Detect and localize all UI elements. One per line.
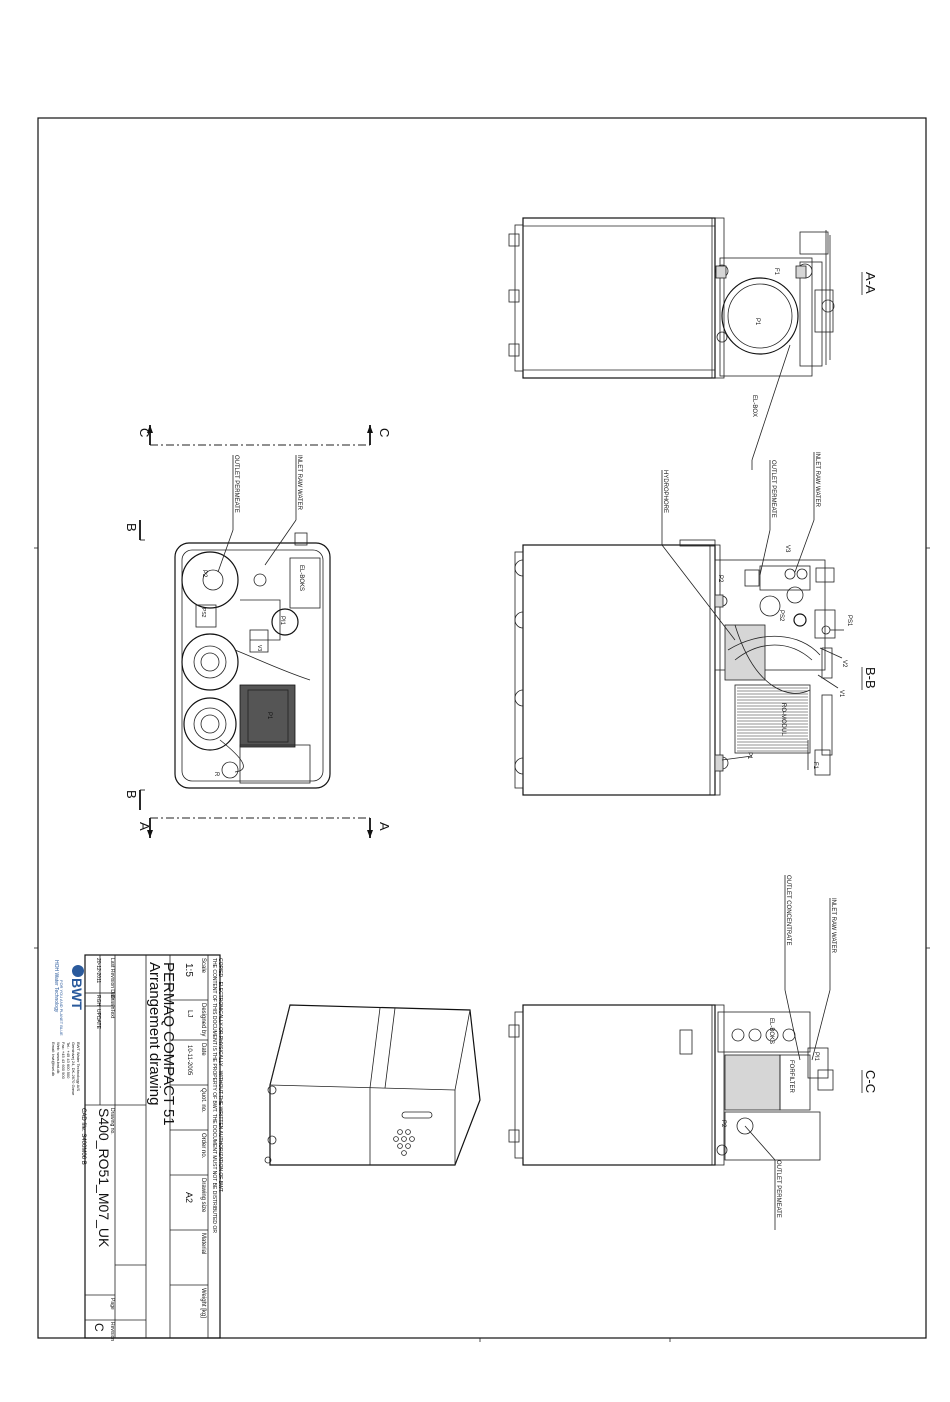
disclaimer-line-1: THE CONTENT OF THIS DOCUMENT IS THE PROP… [211,958,217,1233]
top-el-boks-label: EL-BOKS [298,565,304,591]
pi1-label: PI1 [279,616,285,626]
cc-el-boks-label: EL-BOKS [768,1018,774,1044]
revision-value: C [92,1323,106,1332]
aa-p1-label: P1 [754,318,760,326]
order-no-label: Order no. [200,1133,206,1159]
section-aa-title: A-A [863,272,878,294]
company-line-3: Tel.: +45 43 600 500 [66,1042,71,1079]
cc-outlet-permeate-label: OUTLET PERMEATE [775,1160,781,1218]
marker-b-bottom: B [124,790,139,799]
designed-by-label: Designed by [200,1003,206,1036]
sheet-border [37,117,927,1339]
disclaimer-line-2: COPIED - ELECTRONICALLY OR PHYSICALLY - … [217,958,223,1193]
date-label: Date [200,1043,206,1056]
cc-p2-label: P2 [720,1120,726,1128]
marker-a-left: A [137,822,152,831]
top-v3-label: V3 [256,645,262,651]
el-box-label: EL-BOX [751,395,757,417]
bb-p2-label: P2 [717,575,723,583]
r-label: R [213,772,219,777]
bb-f1-label: F1 [812,762,818,770]
drawing-title-2: Arrangement drawing [146,962,163,1105]
drawing-size-label: Drawing size [200,1178,206,1213]
marker-c-left: C [137,428,152,437]
material-label: Material [200,1233,206,1254]
aa-f1-label: F1 [773,268,779,276]
quot-no-label: Quot. no. [200,1088,206,1113]
section-cc-title: C-C [863,1070,878,1093]
top-outlet-permeate-label: OUTLET PERMEATE [233,455,239,513]
date-value: 10-11-2005 [186,1045,192,1076]
cc-outlet-concentrate-label: OUTLET CONCENTRATE [785,875,791,945]
revision-drawn: RGH [95,995,101,1007]
bwt-logo: BWT FOR YOU AND PLANET BLUE HOH Water Te… [53,960,85,1036]
top-p1-label: P1 [266,712,272,720]
drawing-no-value: S400_RO51_M07_UK [96,1108,112,1248]
view-isometric [264,1004,481,1166]
ps1-label: PS1 [846,615,852,627]
marker-c-right: C [377,428,392,437]
marker-a-right: A [377,822,392,831]
top-p2-label: P2 [201,570,207,578]
revision-text: UPDATE [95,1009,101,1030]
drawn-label: Drawn [109,995,115,1010]
company-line-1: BWT Water Technology A/S [76,1042,81,1091]
cad-file: CAD file: S400M06 B [80,1108,86,1165]
top-ps2-label: PS2 [200,608,206,618]
bb-inlet-raw-water-label: INLET RAW WATER [814,452,820,508]
drawing-title-1: PERMAQ COMPACT 51 [160,962,177,1126]
logo-text: BWT [69,978,85,1010]
company-line-2: Geminivej 24, DK-2670 Greve [71,1042,76,1096]
drawing-size-value: A2 [184,1192,194,1203]
section-markers: C C B B A A [124,425,392,838]
title-block: THE CONTENT OF THIS DOCUMENT IS THE PROP… [51,954,223,1341]
page-label: Page [109,1298,115,1310]
cc-pi1-label: PI1 [813,1052,819,1062]
company-line-6: Email: bwt@bwt.dk [51,1042,56,1076]
top-inlet-raw-water-label: INLET RAW WATER [296,455,302,511]
section-bb-title: B-B [863,667,878,689]
text-label: Text [109,1009,115,1019]
company-line-5: Web: www.bwt.dk [56,1042,61,1074]
ro-modul-label: RO-MODUL [780,703,786,736]
weight-label: Weight [kg] [200,1288,206,1318]
view-c-c: EL-BOKS FORFILTER PI1 P2 INLET RAW WATER… [508,875,878,1230]
last-revision-label: Last Revision Date [109,958,115,1000]
logo-sub: HOH Water Technology [53,960,59,1013]
hydrophore-label: HYDROPHORE [662,470,668,513]
revision-date: 20-12-2011 [95,958,101,983]
ps2-label: PS2 [778,610,784,622]
company-line-4: Fax: +45 43 600 900 [61,1042,66,1080]
forfilter-label: FORFILTER [788,1060,794,1094]
v3-label: V3 [784,545,790,553]
logo-tagline: FOR YOU AND PLANET BLUE [59,980,64,1036]
view-a-a: P1 F1 EL-BOX A-A [508,217,878,470]
drawing-no-label: Drawing no. [109,1108,115,1135]
v2-label: V2 [841,660,847,668]
scale-label: Scale [200,958,206,974]
v1-label: V1 [838,690,844,698]
cc-inlet-raw-water-label: INLET RAW WATER [830,898,836,954]
ro-module-fins [734,684,811,754]
view-b-b: RO-MODUL P1 F1 V1 V2 PS1 PS2 V3 P2 INLET… [514,452,878,796]
marker-b-top: B [124,523,139,532]
revision-label: Revision [109,1322,115,1341]
vent-grille [393,1129,415,1156]
bb-outlet-permeate-label: OUTLET PERMEATE [770,460,776,518]
designed-by-value: LJ [186,1010,193,1017]
view-top: P1 P2 PS2 PI1 EL-BOKS R V3 INLET RAW [174,455,331,789]
scale-value: 1:5 [183,963,194,977]
